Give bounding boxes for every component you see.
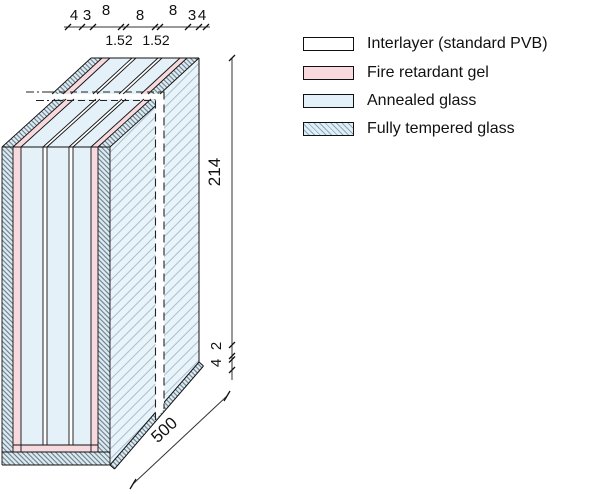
annealed-glass-pane <box>47 147 69 445</box>
tempered-edge-bottom <box>2 452 110 465</box>
tempered-pane-right <box>98 147 110 452</box>
dim-interlayer-1: 1.52 <box>105 32 132 48</box>
legend-item-interlayer: Interlayer (standard PVB) <box>303 30 548 58</box>
legend-label: Fully tempered glass <box>367 120 515 138</box>
annealed-glass-swatch <box>303 93 354 108</box>
dimension-height: 214 2 4 <box>205 54 236 380</box>
hidden-cut-edges <box>26 91 165 420</box>
dim-glass-1: 8 <box>102 2 110 19</box>
legend-label: Fire retardant gel <box>367 63 489 81</box>
dim-height-214: 214 <box>205 158 224 186</box>
legend-item-tempered: Fully tempered glass <box>303 115 548 143</box>
gel-layer-left <box>13 147 21 452</box>
dim-interlayer-2: 1.52 <box>142 32 169 48</box>
dim-edge-gel-2: 2 <box>208 342 225 350</box>
dim-glass-3: 8 <box>169 2 177 19</box>
annealed-glass-pane <box>73 147 91 445</box>
fire-gel-swatch <box>303 65 354 80</box>
gel-layer-bottom <box>13 445 98 452</box>
top-face-near-cut <box>1 98 164 148</box>
annealed-glass-pane <box>21 147 43 445</box>
tempered-pane-left <box>2 147 13 452</box>
top-face-far <box>51 57 200 95</box>
front-section-face <box>1 146 111 466</box>
legend-item-annealed: Annealed glass <box>303 87 548 115</box>
gel-layer-right <box>91 147 98 452</box>
dim-glass-2: 8 <box>136 7 144 24</box>
legend-label: Annealed glass <box>367 91 477 109</box>
dim-tempered-right: 4 <box>198 7 206 24</box>
interlayer-swatch <box>303 37 354 52</box>
dim-gel-left: 3 <box>83 7 91 24</box>
dim-gel-right: 3 <box>188 7 196 24</box>
legend-label: Interlayer (standard PVB) <box>367 35 548 53</box>
legend: Interlayer (standard PVB) Fire retardant… <box>303 30 548 144</box>
dim-tempered-left: 4 <box>70 7 78 24</box>
legend-item-gel: Fire retardant gel <box>303 58 548 86</box>
dimension-thickness: 4 3 8 8 8 3 4 1.52 1.52 <box>64 2 210 48</box>
cut-gap <box>155 91 164 420</box>
dim-edge-glass-4: 4 <box>208 359 225 367</box>
tempered-glass-swatch <box>303 122 354 137</box>
